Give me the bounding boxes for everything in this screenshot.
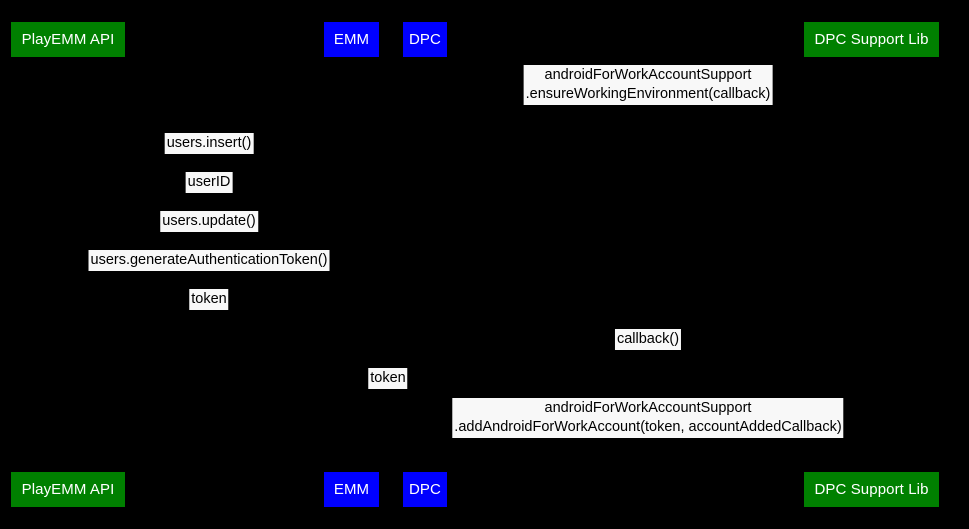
participant-label: EMM <box>333 481 370 498</box>
participant-label: PlayEMM API <box>21 481 115 498</box>
message-line-1: users.generateAuthenticationToken() <box>90 252 328 268</box>
message-line-1: userID <box>187 174 231 190</box>
participant-label: DPC Support Lib <box>814 481 929 498</box>
message-label-add-android-for-work-account: androidForWorkAccountSupport .addAndroid… <box>452 398 844 438</box>
message-label-callback: callback() <box>614 329 682 350</box>
message-line-1: token <box>370 370 406 386</box>
participant-box-dpc-support-lib-top[interactable]: DPC Support Lib <box>804 22 939 57</box>
message-line-2: .addAndroidForWorkAccount(token, account… <box>454 419 842 435</box>
message-line-1: callback() <box>616 331 680 347</box>
message-label-user-id: userID <box>185 172 233 193</box>
message-label-token-to-dpc: token <box>368 368 408 389</box>
message-label-users-generate-authentication-token: users.generateAuthenticationToken() <box>88 250 330 271</box>
message-label-users-insert: users.insert() <box>164 133 254 154</box>
message-line-1: androidForWorkAccountSupport <box>544 400 752 416</box>
participant-label: DPC <box>409 481 441 498</box>
message-line-1: token <box>191 291 227 307</box>
participant-box-dpc-top[interactable]: DPC <box>403 22 447 57</box>
message-line-1: users.update() <box>162 213 256 229</box>
message-line-1: users.insert() <box>166 135 252 151</box>
participant-label: PlayEMM API <box>21 31 115 48</box>
message-label-token-to-emm: token <box>189 289 229 310</box>
message-label-ensure-working-environment: androidForWorkAccountSupport .ensureWork… <box>523 65 773 105</box>
message-line-1: androidForWorkAccountSupport <box>544 67 752 83</box>
participant-box-dpc-support-lib-bottom[interactable]: DPC Support Lib <box>804 472 939 507</box>
participant-label: EMM <box>333 31 370 48</box>
participant-box-emm-bottom[interactable]: EMM <box>324 472 379 507</box>
participant-box-playemm-api-top[interactable]: PlayEMM API <box>11 22 125 57</box>
participant-box-dpc-bottom[interactable]: DPC <box>403 472 447 507</box>
participant-label: DPC <box>409 31 441 48</box>
message-label-users-update: users.update() <box>160 211 258 232</box>
participant-box-playemm-api-bottom[interactable]: PlayEMM API <box>11 472 125 507</box>
message-line-2: .ensureWorkingEnvironment(callback) <box>525 86 771 102</box>
participant-box-emm-top[interactable]: EMM <box>324 22 379 57</box>
participant-label: DPC Support Lib <box>814 31 929 48</box>
